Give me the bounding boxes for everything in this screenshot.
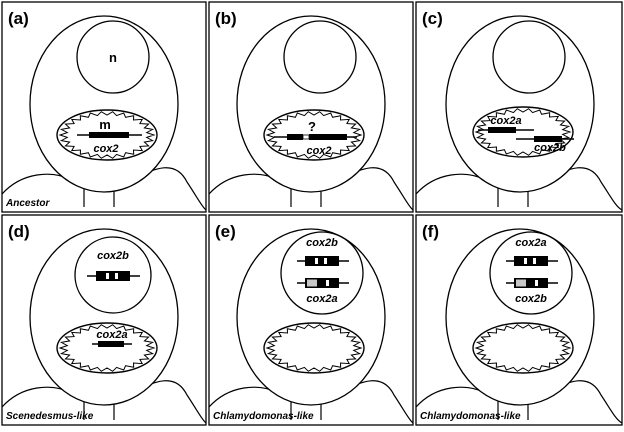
mito-label: m xyxy=(99,117,111,132)
panel-letter: (a) xyxy=(8,9,29,28)
light-exon xyxy=(307,280,317,287)
panel-c: (c) cox2a cox2b xyxy=(416,9,622,210)
nuclear-gene-label-a: cox2a xyxy=(515,237,546,249)
gene-label: cox2 xyxy=(306,145,331,157)
nuclear-gene-label-b: cox2b xyxy=(515,293,547,305)
nucleus-label: n xyxy=(109,50,117,65)
panel-d: (d) cox2b cox2a Scenedesmus-like xyxy=(2,222,206,423)
panel-caption: Scenedesmus-like xyxy=(6,411,94,422)
nucleus xyxy=(493,21,565,93)
gene-block-a xyxy=(488,127,516,133)
nuclear-gene-block-a xyxy=(514,256,548,266)
panel-letter: (e) xyxy=(215,222,236,241)
gene-block xyxy=(287,134,303,140)
panel-caption: Ancestor xyxy=(5,198,50,209)
gene-label-b: cox2b xyxy=(534,142,566,154)
panel-caption: Chlamydomonas-like xyxy=(213,411,314,422)
panel-a: (a) n m cox2 Ancestor xyxy=(2,9,206,210)
nuclear-gene-label: cox2b xyxy=(97,250,129,262)
intron xyxy=(115,273,118,279)
intron xyxy=(326,280,329,286)
mito-label: ? xyxy=(308,119,316,134)
panel-letter: (d) xyxy=(8,222,30,241)
nuclear-gene-label-b: cox2b xyxy=(306,237,338,249)
intron xyxy=(533,258,536,264)
intron xyxy=(315,258,318,264)
gene-label-a: cox2a xyxy=(490,115,521,127)
intron xyxy=(535,280,538,286)
panel-caption: Chlamydomonas-like xyxy=(420,411,521,422)
intron xyxy=(524,258,527,264)
mito-gene-label: cox2a xyxy=(96,329,127,341)
panel-f: (f) cox2a cox2b Chlamydomonas-like xyxy=(416,222,622,423)
gene-block xyxy=(89,132,129,138)
panel-b: (b) ? cox2 xyxy=(209,9,413,210)
intron xyxy=(106,273,109,279)
intron xyxy=(324,258,327,264)
nuclear-gene-block-b xyxy=(305,256,339,266)
panel-letter: (c) xyxy=(422,9,443,28)
nuclear-gene-block xyxy=(96,271,130,281)
light-exon xyxy=(516,280,526,287)
gene-label: cox2 xyxy=(93,143,118,155)
panel-letter: (f) xyxy=(422,222,439,241)
gene-gap xyxy=(303,135,309,139)
mito-gene-block xyxy=(98,341,124,347)
gene-block xyxy=(309,134,347,140)
panel-letter: (b) xyxy=(215,9,237,28)
panel-e: (e) cox2b cox2a Chlamydomonas-like xyxy=(209,222,413,423)
nuclear-gene-label-a: cox2a xyxy=(306,293,337,305)
nucleus xyxy=(284,21,356,93)
